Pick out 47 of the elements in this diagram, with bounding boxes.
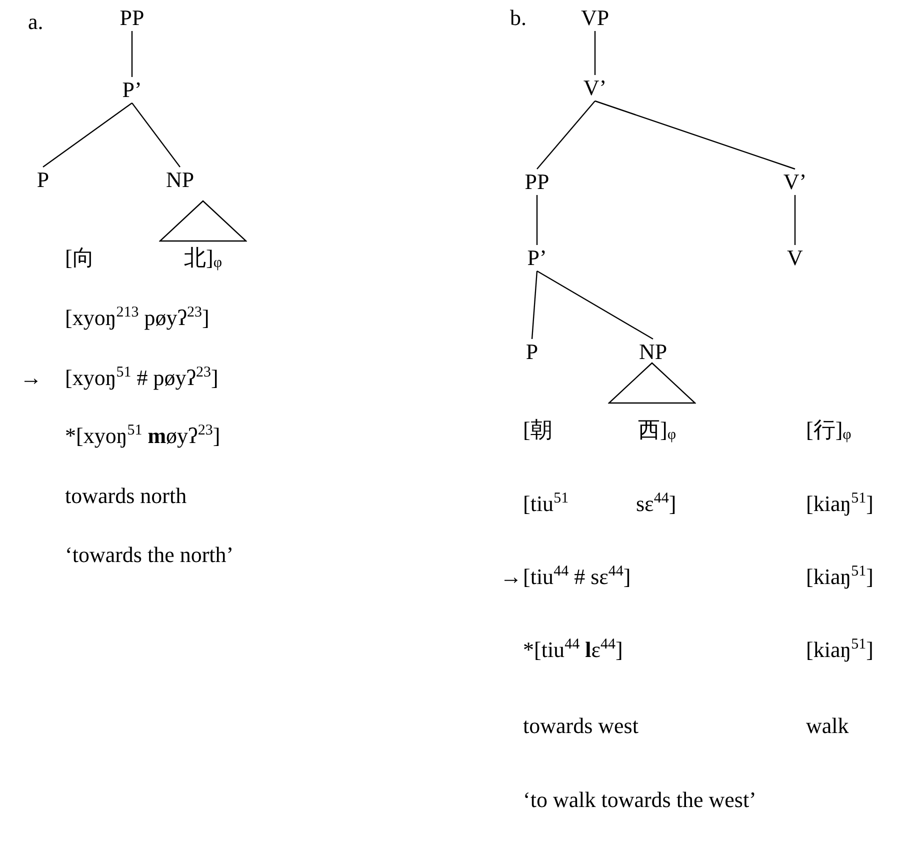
tree-branch bbox=[536, 195, 538, 245]
category-label: PP bbox=[120, 7, 144, 29]
category-label: V bbox=[787, 247, 803, 269]
category-label: PP bbox=[524, 171, 550, 193]
tree-branch bbox=[794, 195, 796, 245]
tree-branch bbox=[594, 100, 796, 170]
chinese-characters: [朝 bbox=[523, 418, 552, 442]
transcription: *[tiu$^{44}$ lɛ$^{44}$] bbox=[523, 638, 623, 662]
tree-branch bbox=[531, 270, 538, 340]
triangle-symbol bbox=[159, 200, 247, 242]
category-label: P bbox=[526, 341, 538, 363]
chinese-characters: [向 bbox=[65, 246, 94, 270]
category-label: NP bbox=[638, 341, 668, 363]
example-letter: b. bbox=[510, 6, 526, 30]
translation: ‘towards the north’ bbox=[65, 542, 234, 568]
category-label: NP bbox=[166, 169, 194, 191]
category-label: V’ bbox=[583, 77, 607, 99]
transcription: [kiaŋ$^{51}$] bbox=[806, 638, 874, 662]
transcription: [kiaŋ$^{51}$] bbox=[806, 564, 874, 590]
tree-branch bbox=[536, 100, 596, 170]
category-label: V’ bbox=[783, 171, 807, 193]
category-label: VP bbox=[580, 7, 610, 29]
chinese-characters: [行]$_{φ}$ bbox=[806, 418, 852, 442]
transcription: sɛ$^{44}$] bbox=[636, 492, 676, 516]
transcription: [kiaŋ$^{51}$] bbox=[806, 492, 874, 516]
gloss: walk bbox=[806, 714, 849, 738]
tree-branch bbox=[131, 31, 133, 77]
transcription: [tiu$^{51}$ bbox=[523, 492, 569, 516]
example-letter: a. bbox=[28, 10, 44, 34]
category-label: P’ bbox=[122, 79, 142, 101]
category-label: P’ bbox=[527, 247, 547, 269]
transcription: *[xyoŋ$^{51}$ møyʔ$^{23}$] bbox=[65, 424, 220, 448]
triangle-symbol bbox=[608, 362, 696, 404]
tree-branch bbox=[42, 102, 132, 168]
tree-branch bbox=[132, 102, 180, 168]
transcription: [tiu$^{44}$ # sɛ$^{44}$] bbox=[523, 564, 631, 590]
chinese-characters: 西]$_{φ}$ bbox=[638, 418, 676, 442]
tree-branch bbox=[594, 31, 596, 75]
arrow-symbol: → bbox=[500, 564, 522, 590]
translation: ‘to walk towards the west’ bbox=[523, 788, 756, 812]
gloss: towards west bbox=[523, 714, 638, 738]
gloss: towards north bbox=[65, 484, 187, 508]
category-label: P bbox=[36, 169, 50, 191]
transcription: [xyoŋ$^{213}$ pøyʔ$^{23}$] bbox=[65, 306, 210, 330]
transcription: [xyoŋ$^{51}$ # pøyʔ$^{23}$] bbox=[65, 366, 218, 390]
arrow-symbol: → bbox=[20, 366, 42, 390]
tree-branch bbox=[536, 270, 654, 340]
